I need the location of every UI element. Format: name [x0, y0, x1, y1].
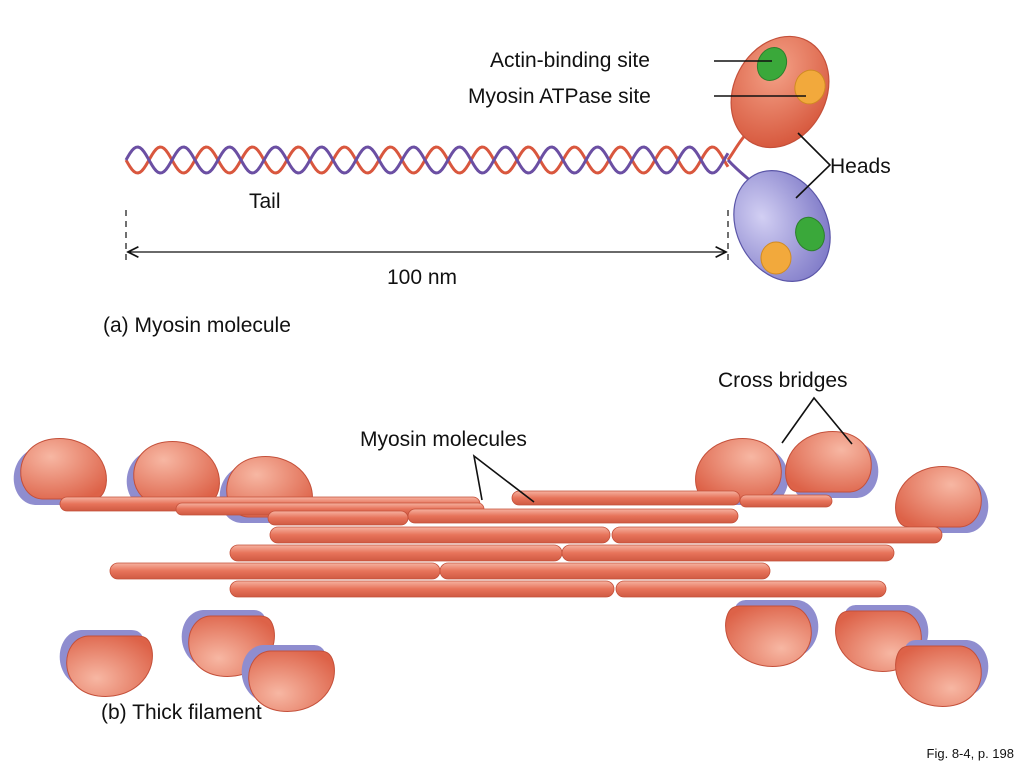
label-myosin-atpase-site: Myosin ATPase site: [468, 85, 651, 108]
label-tail: Tail: [249, 190, 281, 213]
cross-bridge-left-4: [59, 629, 153, 697]
filament-rods: [59, 490, 943, 598]
myosin-molecule: Actin-binding site Myosin ATPase site He…: [103, 35, 891, 337]
label-actin-binding-site: Actin-binding site: [490, 49, 650, 72]
label-length: 100 nm: [387, 266, 457, 289]
label-cross-bridges: Cross bridges: [718, 369, 848, 392]
panel-a-caption: (a) Myosin molecule: [103, 314, 291, 337]
figure-reference: Fig. 8-4, p. 198: [927, 746, 1014, 761]
cross-bridge-right-3: [895, 466, 989, 534]
label-heads: Heads: [830, 155, 891, 178]
actin-binding-site-marker-lower: [795, 216, 825, 252]
panel-b-caption: (b) Thick filament: [101, 701, 262, 724]
tail-helix-strand-red: [124, 145, 730, 175]
atpase-site-marker-lower: [760, 241, 792, 275]
actin-binding-site-marker: [756, 46, 788, 82]
leader-cross-bridges: [781, 396, 853, 445]
cross-bridge-left-1: [13, 438, 107, 506]
tail-helix-strand-purple: [124, 145, 730, 175]
thick-filament: Cross bridges Myosin molecules (b) Thick…: [13, 369, 989, 724]
cross-bridge-right-2: [785, 431, 879, 499]
leader-heads: [795, 132, 832, 199]
myosin-head-upper: [730, 35, 830, 149]
label-myosin-molecules: Myosin molecules: [360, 428, 527, 451]
cross-bridge-right-4: [725, 599, 819, 667]
myosin-head-lower: [733, 170, 831, 282]
leader-myosin-molecules: [472, 454, 535, 503]
cross-bridge-right-6: [895, 639, 989, 707]
